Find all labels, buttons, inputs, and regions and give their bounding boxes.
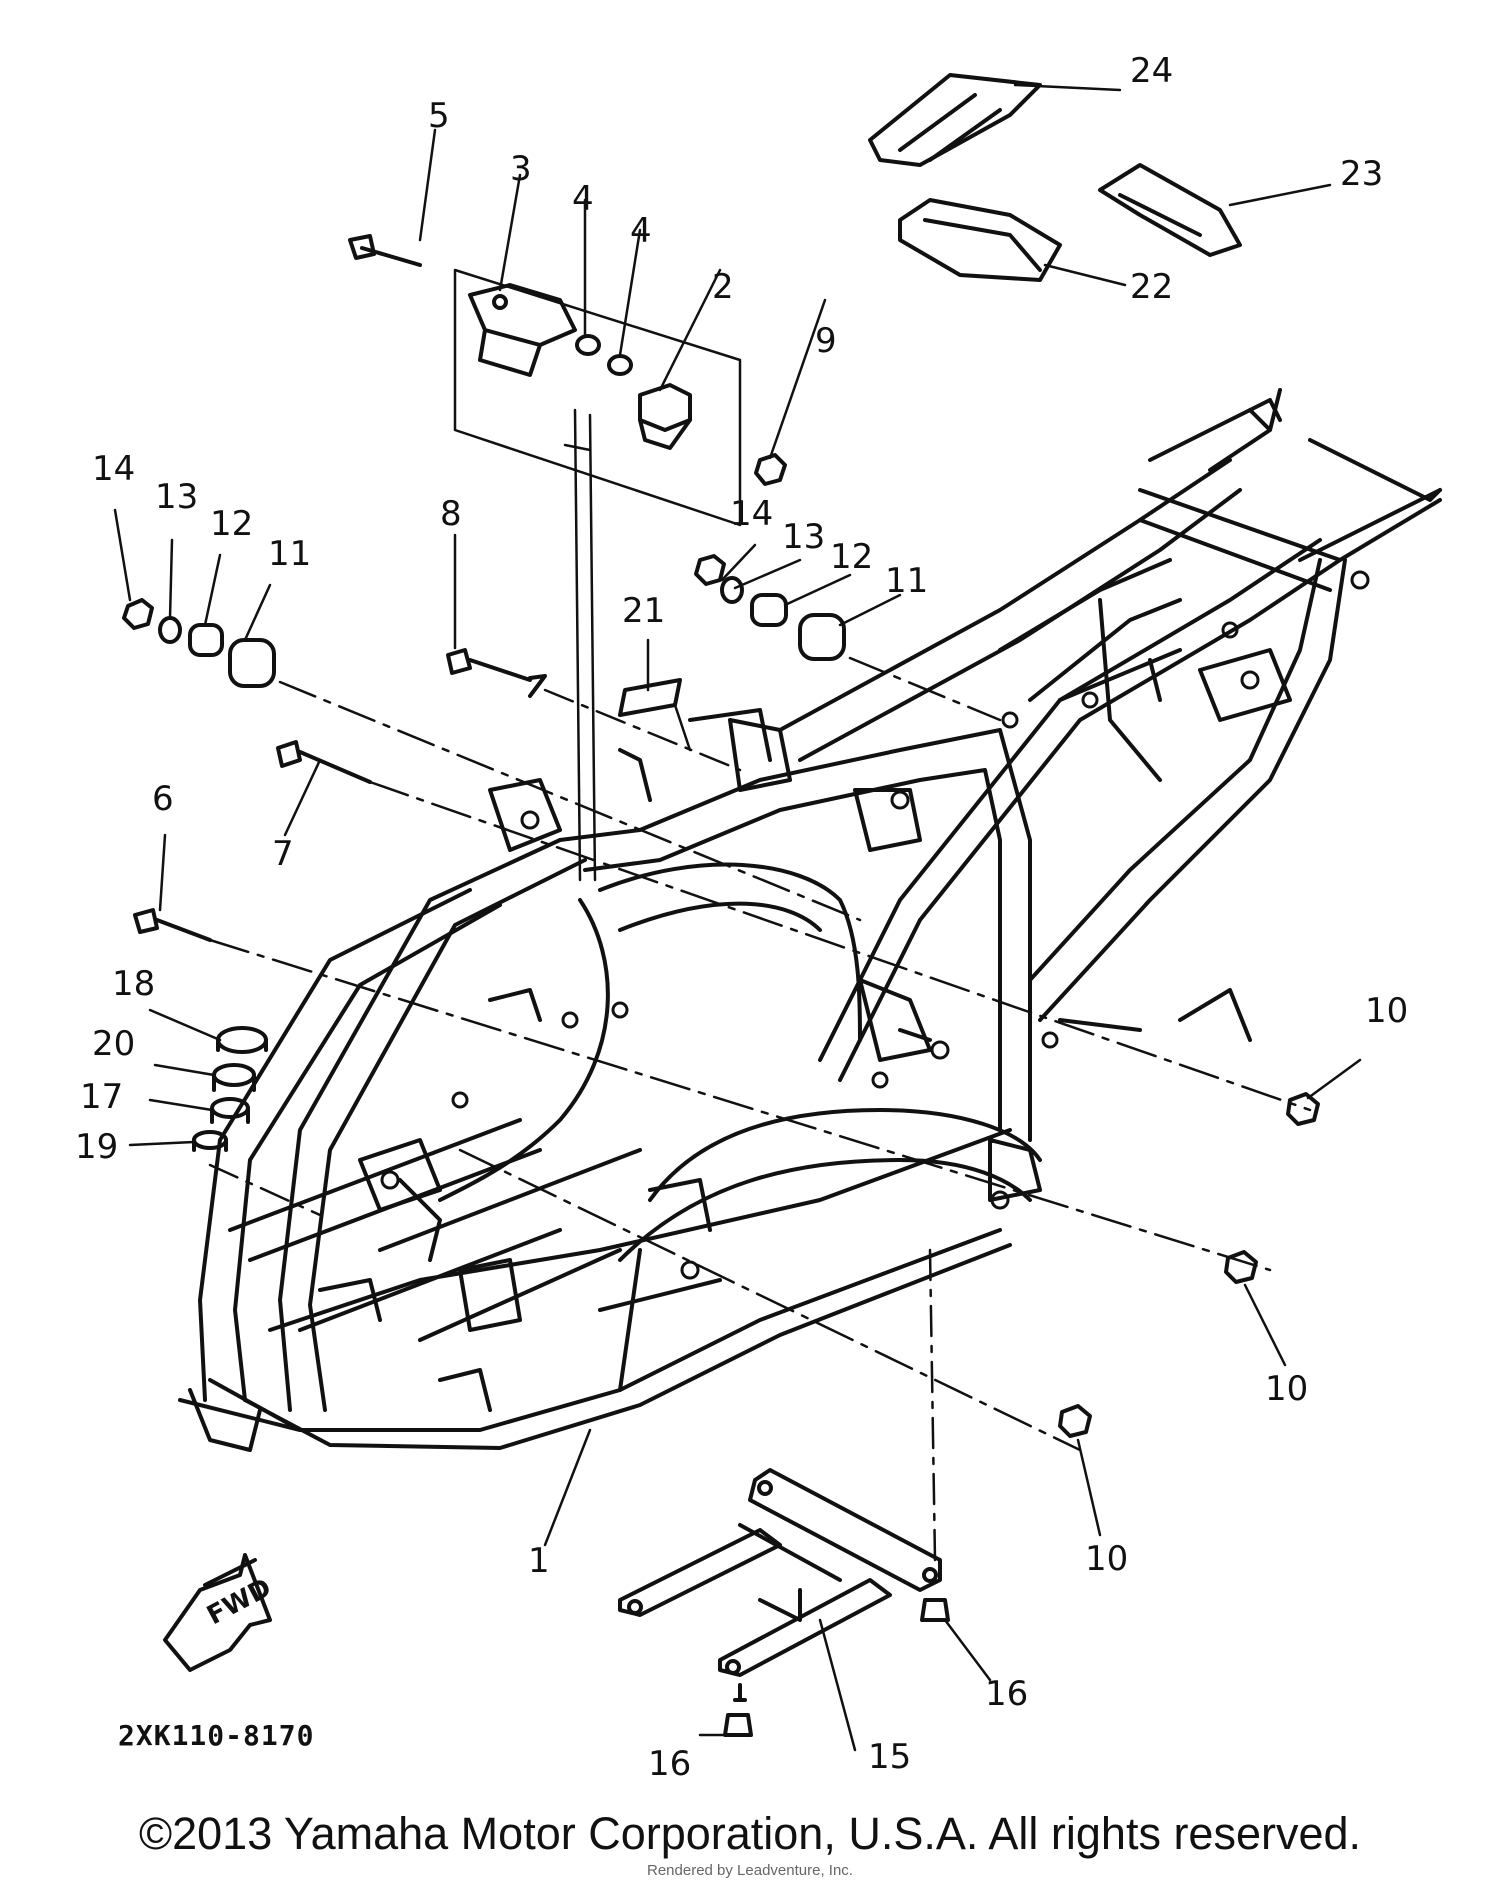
callout-4b: 4 <box>630 211 652 251</box>
main-frame <box>178 388 1442 1452</box>
callout-19: 19 <box>75 1127 118 1167</box>
right-bushing-stack <box>694 554 1002 722</box>
callout-9: 9 <box>815 321 837 361</box>
callout-24: 24 <box>1130 51 1173 91</box>
callout-14a: 14 <box>92 449 135 489</box>
callout-3: 3 <box>510 149 532 189</box>
callout-13b: 13 <box>782 517 825 557</box>
engine-mount-group <box>348 234 787 882</box>
callout-23: 23 <box>1340 154 1383 194</box>
callout-1: 1 <box>528 1541 550 1581</box>
callout-16b: 16 <box>648 1744 691 1784</box>
plate-21 <box>618 678 682 717</box>
leader-lines <box>113 83 1362 1752</box>
fwd-arrow <box>163 1553 272 1672</box>
callout-20: 20 <box>92 1024 135 1064</box>
callout-6: 6 <box>152 779 174 819</box>
skid-plate <box>618 1248 950 1737</box>
copyright-notice: ©2013 Yamaha Motor Corporation, U.S.A. A… <box>138 1808 1362 1859</box>
part-number: 2XK110-8170 <box>118 1719 314 1752</box>
callout-17: 17 <box>80 1077 123 1117</box>
callout-10a: 10 <box>1365 991 1408 1031</box>
render-watermark: Rendered by Leadventure, Inc. <box>647 1862 853 1879</box>
callout-2: 2 <box>712 267 734 307</box>
frame-exploded-diagram: 5 3 4 4 2 9 24 23 22 14 13 12 11 8 14 13… <box>75 51 1442 1784</box>
callout-labels: 5 3 4 4 2 9 24 23 22 14 13 12 11 8 14 13… <box>75 51 1408 1784</box>
callout-5: 5 <box>428 96 450 136</box>
callout-13a: 13 <box>155 477 198 517</box>
callout-4a: 4 <box>572 179 594 219</box>
callout-12b: 12 <box>830 537 873 577</box>
seat-pads <box>868 73 1242 282</box>
callout-22: 22 <box>1130 267 1173 307</box>
callout-18: 18 <box>112 964 155 1004</box>
callout-7: 7 <box>272 834 294 874</box>
callout-16a: 16 <box>985 1674 1028 1714</box>
callout-14b: 14 <box>730 494 773 534</box>
callout-10c: 10 <box>1085 1539 1128 1579</box>
frame-bosses <box>380 570 1370 1280</box>
callout-21: 21 <box>622 591 665 631</box>
callout-11a: 11 <box>268 534 311 574</box>
callout-8: 8 <box>440 494 462 534</box>
callout-10b: 10 <box>1265 1369 1308 1409</box>
callout-11b: 11 <box>885 561 928 601</box>
callout-12a: 12 <box>210 504 253 544</box>
callout-15: 15 <box>868 1737 911 1777</box>
long-bolts <box>133 648 1320 1452</box>
